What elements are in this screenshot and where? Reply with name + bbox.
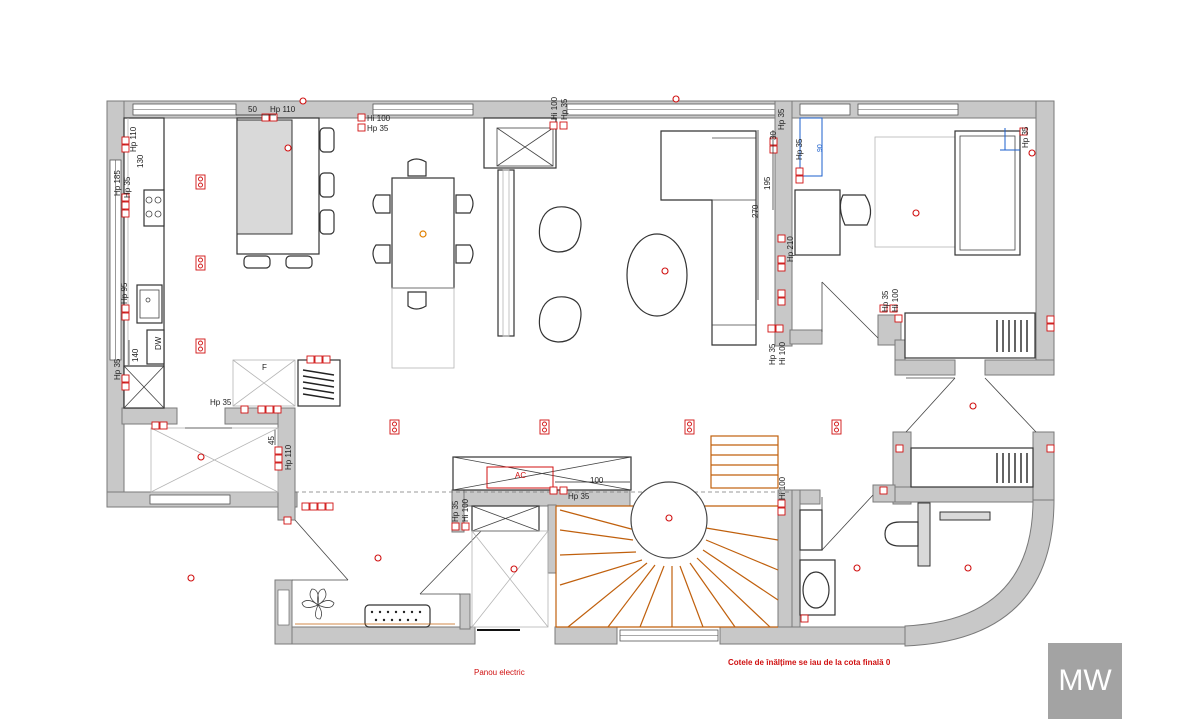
dim-140-label: 140 xyxy=(131,348,140,362)
hp35-vert-label: Hp 35 xyxy=(560,98,569,120)
dim-90-label: 90 xyxy=(817,144,824,152)
logo-text: MW xyxy=(1058,664,1112,697)
hp35-lower-label: Hp 35 xyxy=(113,358,122,380)
hp210-label: Hp 210 xyxy=(786,236,795,262)
hp35-stair-label: Hp 35 xyxy=(568,492,590,501)
hp35-pair-label: Hp 35 xyxy=(451,500,460,522)
hi100-top-label: Hi 100 xyxy=(367,114,391,123)
hp35-right-label: Hp 35 xyxy=(1021,126,1030,148)
panou-electric-label: Panou electric xyxy=(474,668,525,677)
kitchen: DW F xyxy=(123,117,341,493)
hp35-bed-label: Hp 35 xyxy=(777,108,786,130)
hi100-stairs-label: Hi 100 xyxy=(778,476,787,500)
hi100-vert-label: Hi 100 xyxy=(550,96,559,120)
dim-130-label: 130 xyxy=(136,154,145,168)
stairs: AC xyxy=(295,435,779,631)
hp110-top-label: Hp 110 xyxy=(270,105,296,114)
hp110-lower-label: Hp 110 xyxy=(284,444,293,470)
plant-icon xyxy=(301,588,335,620)
dim-270-label: 270 xyxy=(751,204,760,218)
dining xyxy=(372,158,515,369)
hp35-bottom-label: Hp 35 xyxy=(768,343,777,365)
switch-icon xyxy=(121,113,1055,623)
hi100-hall-label: Hi 100 xyxy=(891,288,900,312)
hp95-label: Hp 95 xyxy=(120,282,129,304)
hp35-island-label: Hp 35 xyxy=(210,398,232,407)
electric-symbols xyxy=(121,95,1055,623)
hp35-left-label: Hp 35 xyxy=(123,176,132,198)
dim-50-label: 50 xyxy=(248,105,257,114)
hp110-left-label: Hp 110 xyxy=(129,126,138,152)
dim-45-label: 45 xyxy=(267,436,276,445)
fridge-label: F xyxy=(262,363,267,372)
ac-label: AC xyxy=(515,471,526,480)
dim-100-label: 100 xyxy=(590,476,604,485)
light-point-icon xyxy=(187,95,1036,582)
hi100-pair-label: Hi 100 xyxy=(461,498,470,522)
socket-icon xyxy=(195,174,842,435)
hp185-label: Hp 185 xyxy=(113,170,122,196)
dim-30-label: 30 xyxy=(769,131,778,140)
bathroom xyxy=(799,447,1034,616)
hp35-small-label: Hp 35 xyxy=(795,138,804,160)
dimension-lines xyxy=(128,114,774,483)
toilet-icon xyxy=(884,521,919,547)
living xyxy=(483,117,757,346)
dim-195-label: 195 xyxy=(763,176,772,190)
walls xyxy=(106,100,1055,647)
height-note: Cotele de înălțime se iau de la cota fin… xyxy=(728,658,891,667)
bedroom xyxy=(794,130,1036,359)
mw-logo: MW xyxy=(1048,643,1122,719)
hi100-bottom-label: Hi 100 xyxy=(778,341,787,365)
blue-dimension: 90 xyxy=(799,117,1020,177)
svg-text:DW: DW xyxy=(154,336,163,350)
sink-icon xyxy=(802,571,830,609)
hp35-hall-label: Hp 35 xyxy=(881,290,890,312)
hp35-top-label: Hp 35 xyxy=(367,124,389,133)
annotations: 50 Hp 110 Hi 100 Hp 35 Hi 100 Hp 35 Hp 1… xyxy=(113,96,1030,677)
